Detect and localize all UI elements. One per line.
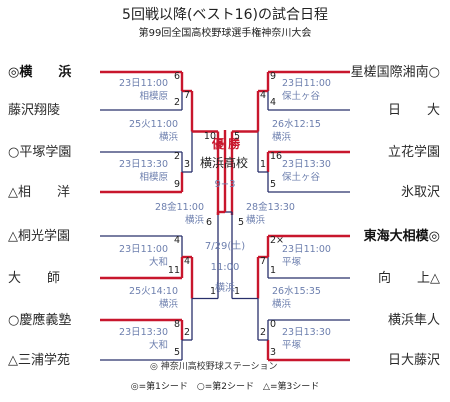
left-team-name: ○平塚学園	[8, 145, 72, 160]
left-r16-score-top: 6	[173, 71, 180, 82]
credit-line: ◎ 神奈川高校野球ステーション	[150, 362, 278, 372]
left-team-name: 藤沢翔陵	[8, 103, 61, 118]
page-title: 5回戦以降(ベスト16)の試合日程	[122, 7, 328, 23]
page-subtitle: 第99回全国高校野球選手権神奈川大会	[138, 28, 312, 39]
right-sf-score-bottom: 1	[234, 285, 241, 297]
right-qf-score-top: 7	[260, 256, 267, 267]
right-team-name: 向 上△	[378, 271, 440, 286]
left-r16-venue: 大和	[148, 257, 168, 268]
left-qf-time: 25火11:00	[129, 118, 178, 130]
right-team-name: 横浜隼人	[387, 313, 440, 328]
left-r16-time: 23日13:30	[119, 159, 168, 170]
left-r16-score-top: 8	[173, 319, 180, 330]
final-score-right: 5	[238, 217, 245, 228]
left-qf-score-bottom: 3	[183, 159, 190, 170]
right-r16-time: 23日13:30	[282, 327, 331, 338]
right-r16-score-top: 16	[270, 151, 283, 162]
left-qf-venue: 横浜	[158, 131, 178, 143]
left-team-name: △三浦学苑	[8, 353, 70, 368]
right-r16-score-top: 0	[270, 319, 277, 330]
right-r16-time: 23日11:00	[282, 244, 331, 255]
left-qf-venue: 横浜	[158, 298, 178, 310]
left-team-name: △桐光学園	[8, 229, 70, 244]
final-result: 9−3	[214, 179, 236, 190]
left-r16-venue: 相模原	[139, 91, 168, 102]
right-sf-time: 28金13:30	[246, 202, 295, 213]
left-r16-score-bottom: 11	[167, 265, 180, 276]
left-qf-score-top: 4	[183, 256, 190, 267]
left-qf-score-bottom: 2	[183, 327, 190, 338]
seed-legend: ◎=第1シード ○=第2シード △=第3シード	[130, 382, 320, 392]
left-team-name: ◎横 浜	[8, 65, 72, 80]
right-r16-score-bottom: 1	[270, 265, 277, 276]
right-r16-venue: 保土ヶ谷	[282, 91, 321, 102]
right-r16-score-bottom: 5	[270, 179, 277, 190]
left-r16-time: 23日13:30	[119, 327, 168, 338]
left-r16-score-top: 4	[173, 235, 180, 246]
right-r16-score-bottom: 4	[270, 97, 277, 108]
final-time: 11:00	[210, 262, 240, 273]
champion-label: 優 勝	[212, 137, 241, 151]
right-qf-score-bottom: 1	[260, 159, 267, 170]
right-team-name: 日大藤沢	[387, 353, 440, 368]
right-r16-score-bottom: 3	[270, 347, 277, 358]
left-r16-time: 23日11:00	[119, 78, 168, 89]
right-r16-venue: 平塚	[282, 257, 302, 268]
right-r16-time: 23日13:30	[282, 159, 331, 170]
right-qf-score-top: 4	[260, 90, 267, 101]
left-sf-time: 28金11:00	[155, 202, 204, 213]
right-team-name: 東海大相模◎	[363, 229, 440, 244]
right-team-name: 立花学園	[387, 145, 440, 160]
left-r16-venue: 大和	[148, 340, 168, 351]
left-r16-venue: 相模原	[139, 172, 168, 183]
right-qf-score-bottom: 2	[260, 327, 267, 338]
left-team-name: 大 師	[8, 271, 61, 286]
right-r16-venue: 保土ヶ谷	[282, 172, 321, 183]
right-team-name: 星槎国際湘南○	[350, 65, 440, 80]
right-sf-venue: 横浜	[246, 215, 266, 226]
left-qf-score-top: 7	[183, 90, 190, 101]
right-qf-time: 26水12:15	[272, 118, 321, 130]
right-team-name: 氷取沢	[400, 185, 440, 200]
right-qf-venue: 横浜	[272, 131, 292, 143]
final-venue: 横浜	[215, 283, 235, 294]
final-score-left: 6	[205, 217, 212, 228]
right-sf-score-top: 5	[234, 130, 241, 142]
left-team-name: △相 洋	[8, 185, 70, 200]
right-r16-venue: 平塚	[282, 340, 302, 351]
left-r16-score-bottom: 2	[173, 97, 180, 108]
left-r16-score-bottom: 5	[173, 347, 180, 358]
left-sf-venue: 横浜	[184, 215, 204, 226]
left-sf-score-bottom: 1	[209, 285, 216, 297]
final-date: 7/29(土)	[204, 241, 246, 252]
left-qf-time: 25火14:10	[129, 285, 178, 297]
final-winner: 横浜高校	[200, 156, 249, 170]
right-qf-venue: 横浜	[272, 298, 292, 310]
left-r16-time: 23日11:00	[119, 244, 168, 255]
right-r16-time: 23日11:00	[282, 78, 331, 89]
left-sf-score-top: 10	[203, 130, 216, 142]
left-r16-score-top: 2	[173, 151, 180, 162]
left-r16-score-bottom: 9	[173, 179, 180, 190]
right-qf-time: 26水15:35	[272, 285, 321, 297]
right-team-name: 日 大	[387, 103, 440, 118]
right-r16-score-top: 2×	[270, 235, 285, 246]
left-team-name: ○慶應義塾	[8, 313, 72, 328]
right-r16-score-top: 9	[270, 71, 277, 82]
